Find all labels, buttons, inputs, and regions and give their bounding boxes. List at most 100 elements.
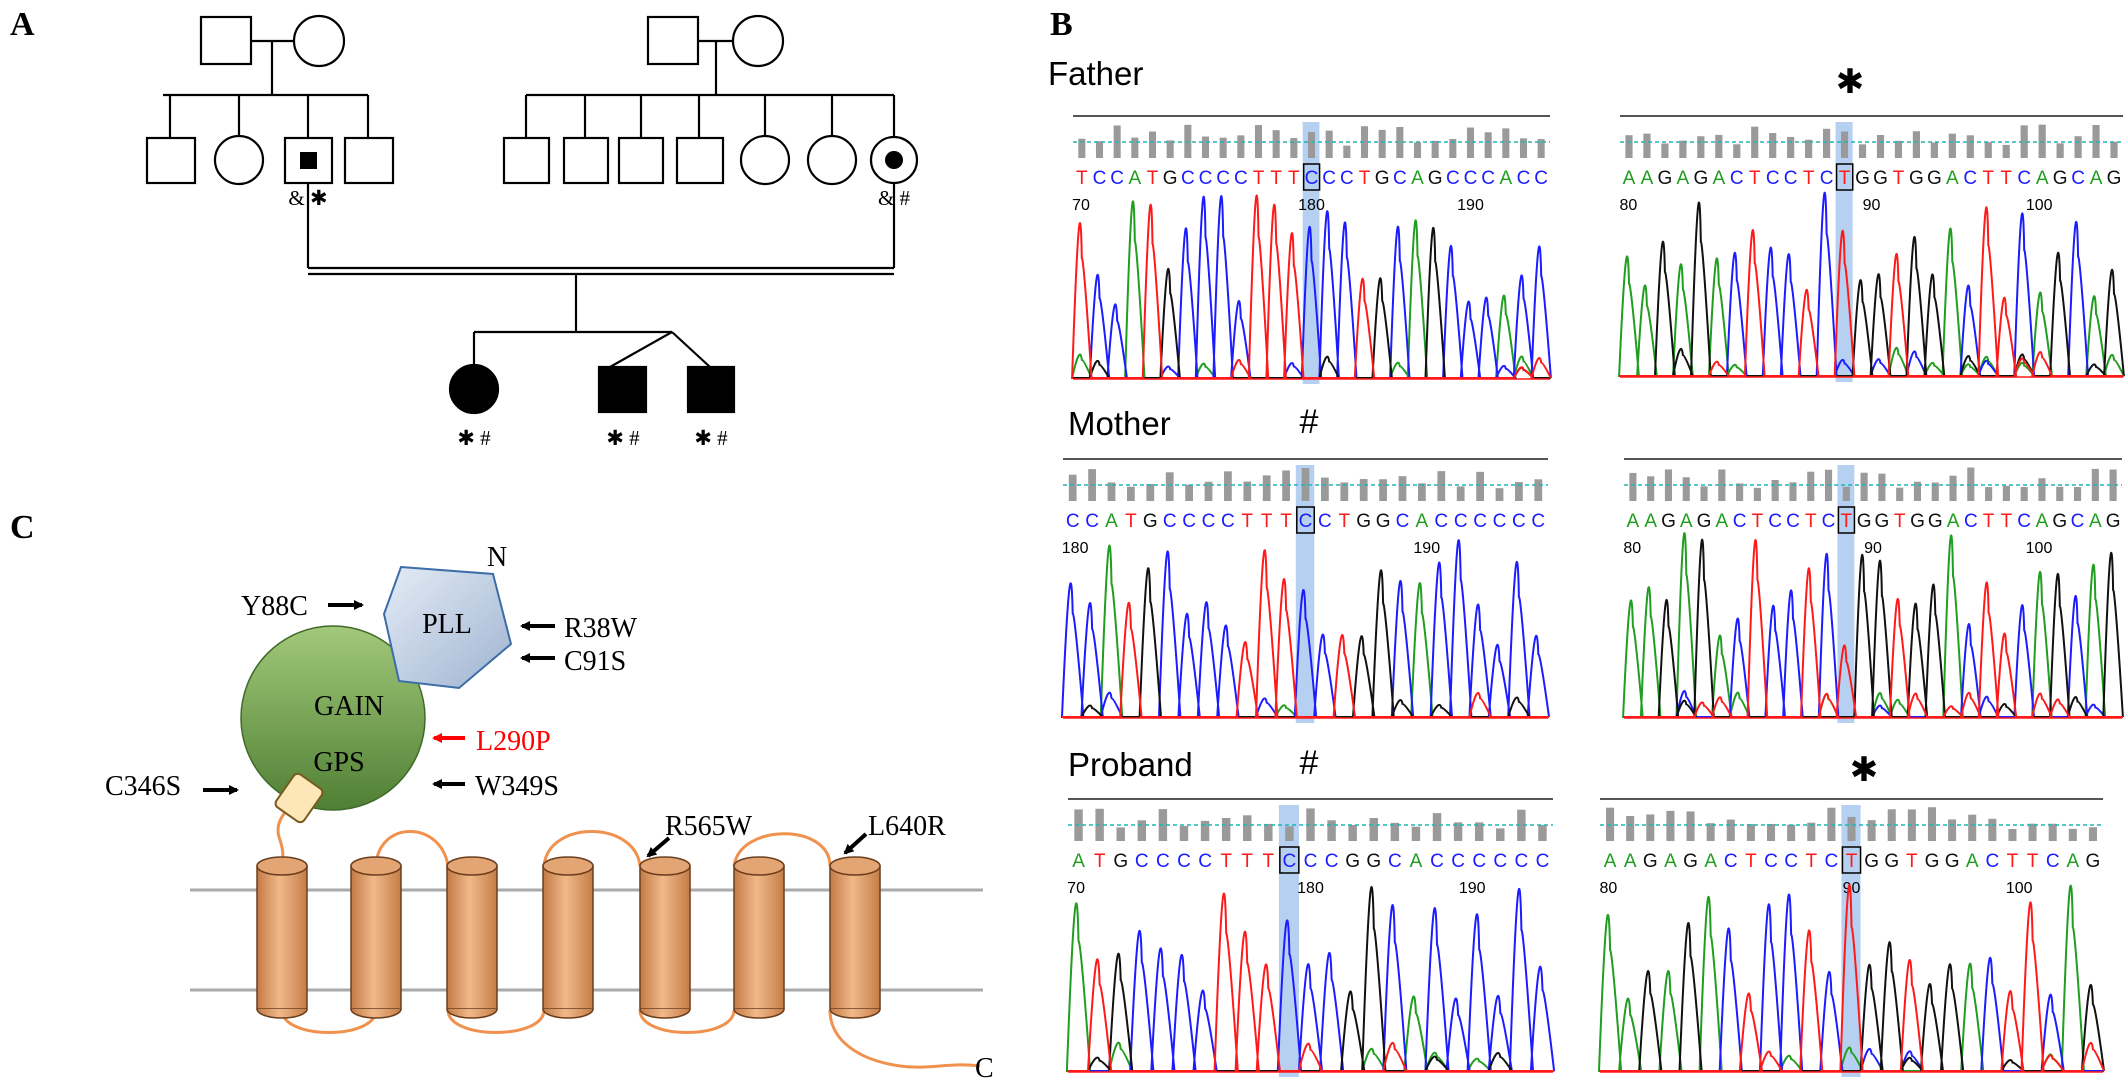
carrier-dot-mother: [885, 151, 903, 169]
carrier-dot-father: [300, 152, 317, 169]
base-call: C: [1234, 168, 1248, 189]
quality-bar: [1733, 144, 1741, 158]
affected-son-2: [686, 365, 736, 414]
mut-y88c: Y88C: [241, 591, 308, 622]
base-call: T: [1094, 851, 1106, 872]
base-call: C: [1964, 511, 1978, 532]
base-call: G: [1376, 511, 1391, 532]
quality-bar: [1185, 484, 1193, 501]
base-call: T: [1982, 168, 1994, 189]
arrow-r565w: [646, 836, 671, 858]
helix-6: [733, 856, 785, 1019]
quality-bar: [1413, 142, 1422, 158]
quality-bar: [2068, 828, 2077, 841]
base-call: C: [2071, 168, 2085, 189]
gain-domain: [240, 625, 426, 811]
base-call: T: [1270, 168, 1282, 189]
mark-son-2: ✱ #: [694, 426, 728, 450]
base-call: A: [1680, 511, 1693, 532]
position-tick: 90: [1864, 540, 1882, 557]
gps-label: GPS: [313, 747, 364, 778]
quality-bar: [1359, 479, 1368, 501]
quality-bar: [1306, 808, 1315, 841]
quality-bar: [1272, 130, 1280, 158]
quality-bar: [1282, 470, 1290, 501]
base-call: A: [2089, 511, 2102, 532]
position-tick: 100: [2026, 540, 2053, 557]
base-call: T: [1147, 168, 1159, 189]
mark-daughter: ✱ #: [457, 426, 491, 450]
quality-bar: [1474, 822, 1484, 841]
base-call: C: [1299, 511, 1313, 532]
base-call: T: [1846, 851, 1858, 872]
trace-G: [1623, 538, 2124, 719]
base-call: C: [1766, 168, 1780, 189]
quality-bar: [1867, 820, 1876, 841]
base-call: C: [1198, 851, 1212, 872]
base-call: T: [1280, 511, 1292, 532]
base-call: G: [1658, 168, 1673, 189]
uncle-2: [343, 136, 395, 185]
base-call: T: [1253, 168, 1265, 189]
base-call: A: [1411, 168, 1424, 189]
quality-bar: [1968, 814, 1977, 841]
quality-bar: [1807, 471, 1815, 501]
quality-bar: [1068, 474, 1077, 501]
pedigree-marks: & ✱ & # ✱ # ✱ # ✱ #: [288, 186, 910, 450]
base-call: C: [1764, 851, 1778, 872]
quality-bar: [1201, 136, 1210, 158]
quality-bar: [1224, 471, 1232, 501]
base-call: C: [1430, 851, 1444, 872]
quality-bar: [1148, 131, 1157, 158]
helix-2: [350, 856, 402, 1019]
base-call: T: [2001, 511, 2013, 532]
quality-bar: [1682, 477, 1690, 501]
variant-box: [1279, 846, 1300, 874]
base-call: A: [1410, 851, 1423, 872]
quality-bar: [1200, 820, 1210, 841]
mark-mother: & #: [878, 186, 911, 210]
variant-box: [1837, 506, 1856, 534]
trace-T: [1619, 206, 2124, 377]
base-call: T: [1076, 168, 1088, 189]
panel-a-label: A: [10, 6, 35, 43]
n-terminus-label: N: [487, 542, 507, 573]
base-call: G: [1375, 168, 1390, 189]
maternal-uncle-3: [617, 136, 665, 185]
base-call: G: [1873, 168, 1888, 189]
helix-1: [256, 856, 308, 1019]
quality-bar: [1379, 479, 1387, 501]
base-call: A: [1624, 851, 1637, 872]
label-father: Father: [1048, 55, 1143, 92]
base-call: C: [1534, 168, 1548, 189]
quality-bar: [1769, 133, 1777, 158]
trace-T: [1599, 883, 2105, 1072]
base-call: C: [1066, 511, 1080, 532]
quality-bar: [1647, 476, 1655, 501]
base-call: C: [2017, 168, 2031, 189]
grandfather-paternal: [199, 15, 253, 66]
quality-bar: [1243, 815, 1252, 841]
base-call: C: [1536, 851, 1550, 872]
helix-7: [829, 856, 881, 1019]
quality-bar: [1787, 136, 1795, 158]
protein-topology: N C PLL GAIN GPS Y88C R38W C91S L290P C3…: [105, 542, 994, 1084]
base-call: G: [1356, 511, 1371, 532]
base-call: A: [1966, 851, 1979, 872]
base-call: A: [1499, 168, 1512, 189]
quality-bar: [1787, 824, 1796, 841]
base-call: T: [1803, 168, 1815, 189]
base-call: G: [1909, 168, 1924, 189]
quality-bar: [1262, 475, 1271, 501]
trace-T: [1061, 549, 1549, 719]
quality-bar: [1626, 815, 1635, 841]
base-call: C: [1177, 851, 1191, 872]
quality-bar: [1625, 135, 1633, 158]
quality-bar: [1264, 823, 1273, 841]
base-call: C: [1393, 168, 1407, 189]
base-call: C: [1493, 851, 1507, 872]
quality-bar: [1686, 811, 1695, 841]
base-call: A: [2090, 168, 2103, 189]
base-call: A: [1664, 851, 1677, 872]
